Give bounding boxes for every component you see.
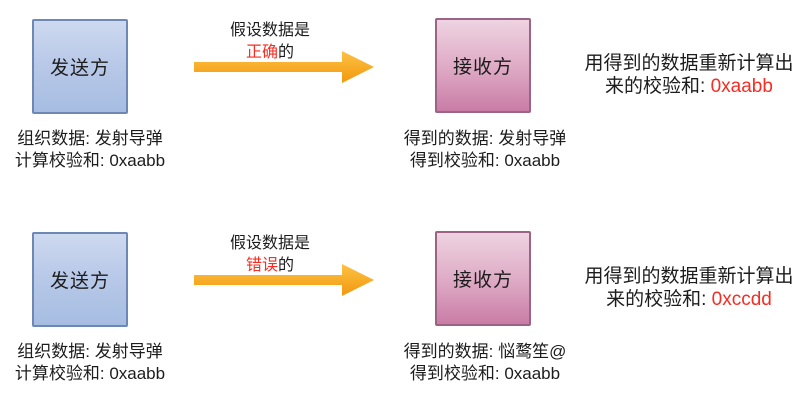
receiver-caption-data-line: 得到的数据: 悩鹜笙@: [403, 342, 567, 361]
recomputed-note-prefix: 来的校验和:: [605, 76, 711, 97]
receiver-label: 接收方: [452, 270, 513, 291]
recomputed-note-line1: 用得到的数据重新计算出: [584, 266, 794, 287]
sender-caption: 组织数据: 发射导弹 计算校验和: 0xaabb: [0, 128, 180, 172]
receiver-caption: 得到的数据: 悩鹜笙@ 得到校验和: 0xaabb: [390, 341, 580, 385]
sender-label: 发送方: [49, 58, 110, 79]
recomputed-checksum-value: 0xccdd: [711, 289, 772, 310]
arrow-label-suffix: 的: [278, 257, 295, 274]
arrow-assumption-label: 假设数据是 正确的: [195, 20, 345, 64]
flow-arrow-icon: [194, 51, 374, 83]
receiver-caption-checksum-line: 得到校验和: 0xaabb: [409, 151, 561, 170]
arrow-label-line2: 错误的: [195, 255, 345, 277]
arrow-label-highlight: 正确: [245, 44, 278, 61]
receiver-label: 接收方: [452, 57, 513, 78]
section-correct-case: 发送方 组织数据: 发射导弹 计算校验和: 0xaabb 假设数据是 正确的 接…: [0, 0, 800, 195]
arrow-label-line2: 正确的: [195, 42, 345, 64]
section-error-case: 发送方 组织数据: 发射导弹 计算校验和: 0xaabb 假设数据是 错误的 接…: [0, 213, 800, 402]
sender-caption: 组织数据: 发射导弹 计算校验和: 0xaabb: [0, 341, 180, 385]
recomputed-note-prefix: 来的校验和:: [606, 289, 712, 310]
recomputed-checksum-note: 用得到的数据重新计算出 来的校验和: 0xccdd: [580, 265, 798, 311]
recomputed-checksum-note: 用得到的数据重新计算出 来的校验和: 0xaabb: [580, 52, 798, 98]
recomputed-note-line2: 来的校验和: 0xccdd: [580, 288, 798, 311]
sender-caption-data-line: 组织数据: 发射导弹: [17, 342, 163, 361]
flow-arrow-icon: [194, 264, 374, 296]
sender-caption-data-line: 组织数据: 发射导弹: [17, 129, 163, 148]
arrow-label-line1: 假设数据是: [229, 22, 310, 39]
receiver-caption-data-line: 得到的数据: 发射导弹: [403, 129, 567, 148]
sender-box: 发送方: [32, 232, 128, 327]
recomputed-checksum-value: 0xaabb: [710, 76, 773, 97]
sender-box: 发送方: [32, 19, 128, 114]
sender-caption-checksum-line: 计算校验和: 0xaabb: [14, 364, 166, 383]
sender-caption-checksum-line: 计算校验和: 0xaabb: [14, 151, 166, 170]
arrow-assumption-label: 假设数据是 错误的: [195, 233, 345, 277]
arrow-label-suffix: 的: [278, 44, 295, 61]
receiver-box: 接收方: [435, 231, 531, 326]
recomputed-note-line2: 来的校验和: 0xaabb: [580, 75, 798, 98]
receiver-caption-checksum-line: 得到校验和: 0xaabb: [409, 364, 561, 383]
receiver-box: 接收方: [435, 18, 531, 113]
receiver-caption: 得到的数据: 发射导弹 得到校验和: 0xaabb: [390, 128, 580, 172]
arrow-label-line1: 假设数据是: [229, 235, 310, 252]
sender-label: 发送方: [49, 271, 110, 292]
recomputed-note-line1: 用得到的数据重新计算出: [584, 53, 794, 74]
arrow-label-highlight: 错误: [245, 257, 278, 274]
